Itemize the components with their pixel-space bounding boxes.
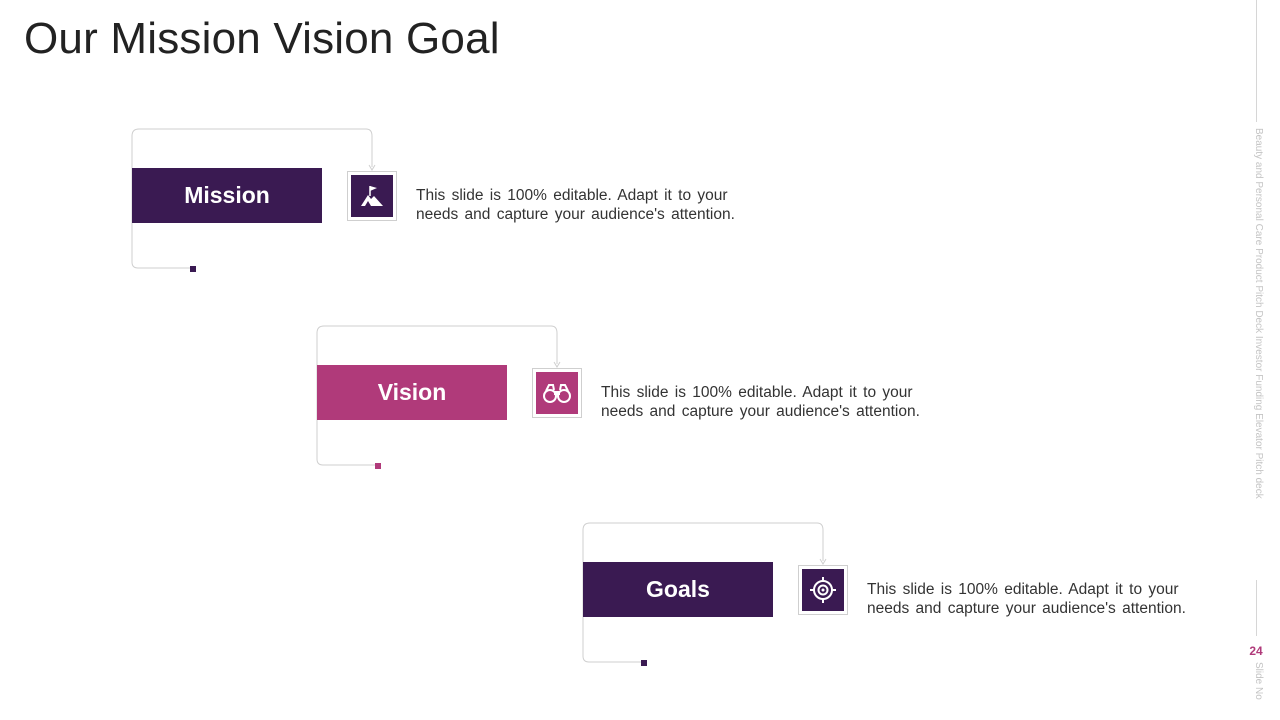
goals-icon-frame — [798, 565, 848, 615]
binoculars-icon — [536, 372, 578, 414]
slide-no-label: Slide No — [1253, 662, 1264, 700]
goals-connector-dot — [641, 660, 647, 666]
mission-description: This slide is 100% editable. Adapt it to… — [416, 187, 735, 223]
mission-connector-dot — [190, 266, 196, 272]
sidebar-deck-title: Beauty and Personal Care Product Pitch D… — [1253, 128, 1264, 499]
page-number: 24 — [1249, 644, 1263, 658]
target-icon — [802, 569, 844, 611]
vision-connector-line — [316, 325, 561, 466]
vision-icon-frame — [532, 368, 582, 418]
mountain-flag-icon — [351, 175, 393, 217]
sidebar-divider-top — [1256, 0, 1257, 122]
goals-connector-line — [582, 522, 827, 663]
vision-connector-dot — [375, 463, 381, 469]
page-title: Our Mission Vision Goal — [24, 14, 500, 63]
mission-label: Mission — [132, 168, 322, 223]
vision-description: This slide is 100% editable. Adapt it to… — [601, 384, 920, 420]
sidebar-divider-bottom — [1256, 580, 1257, 636]
goals-label: Goals — [583, 562, 773, 617]
goals-description: This slide is 100% editable. Adapt it to… — [867, 581, 1186, 617]
mission-icon-frame — [347, 171, 397, 221]
vision-label: Vision — [317, 365, 507, 420]
mission-connector-line — [131, 128, 376, 269]
